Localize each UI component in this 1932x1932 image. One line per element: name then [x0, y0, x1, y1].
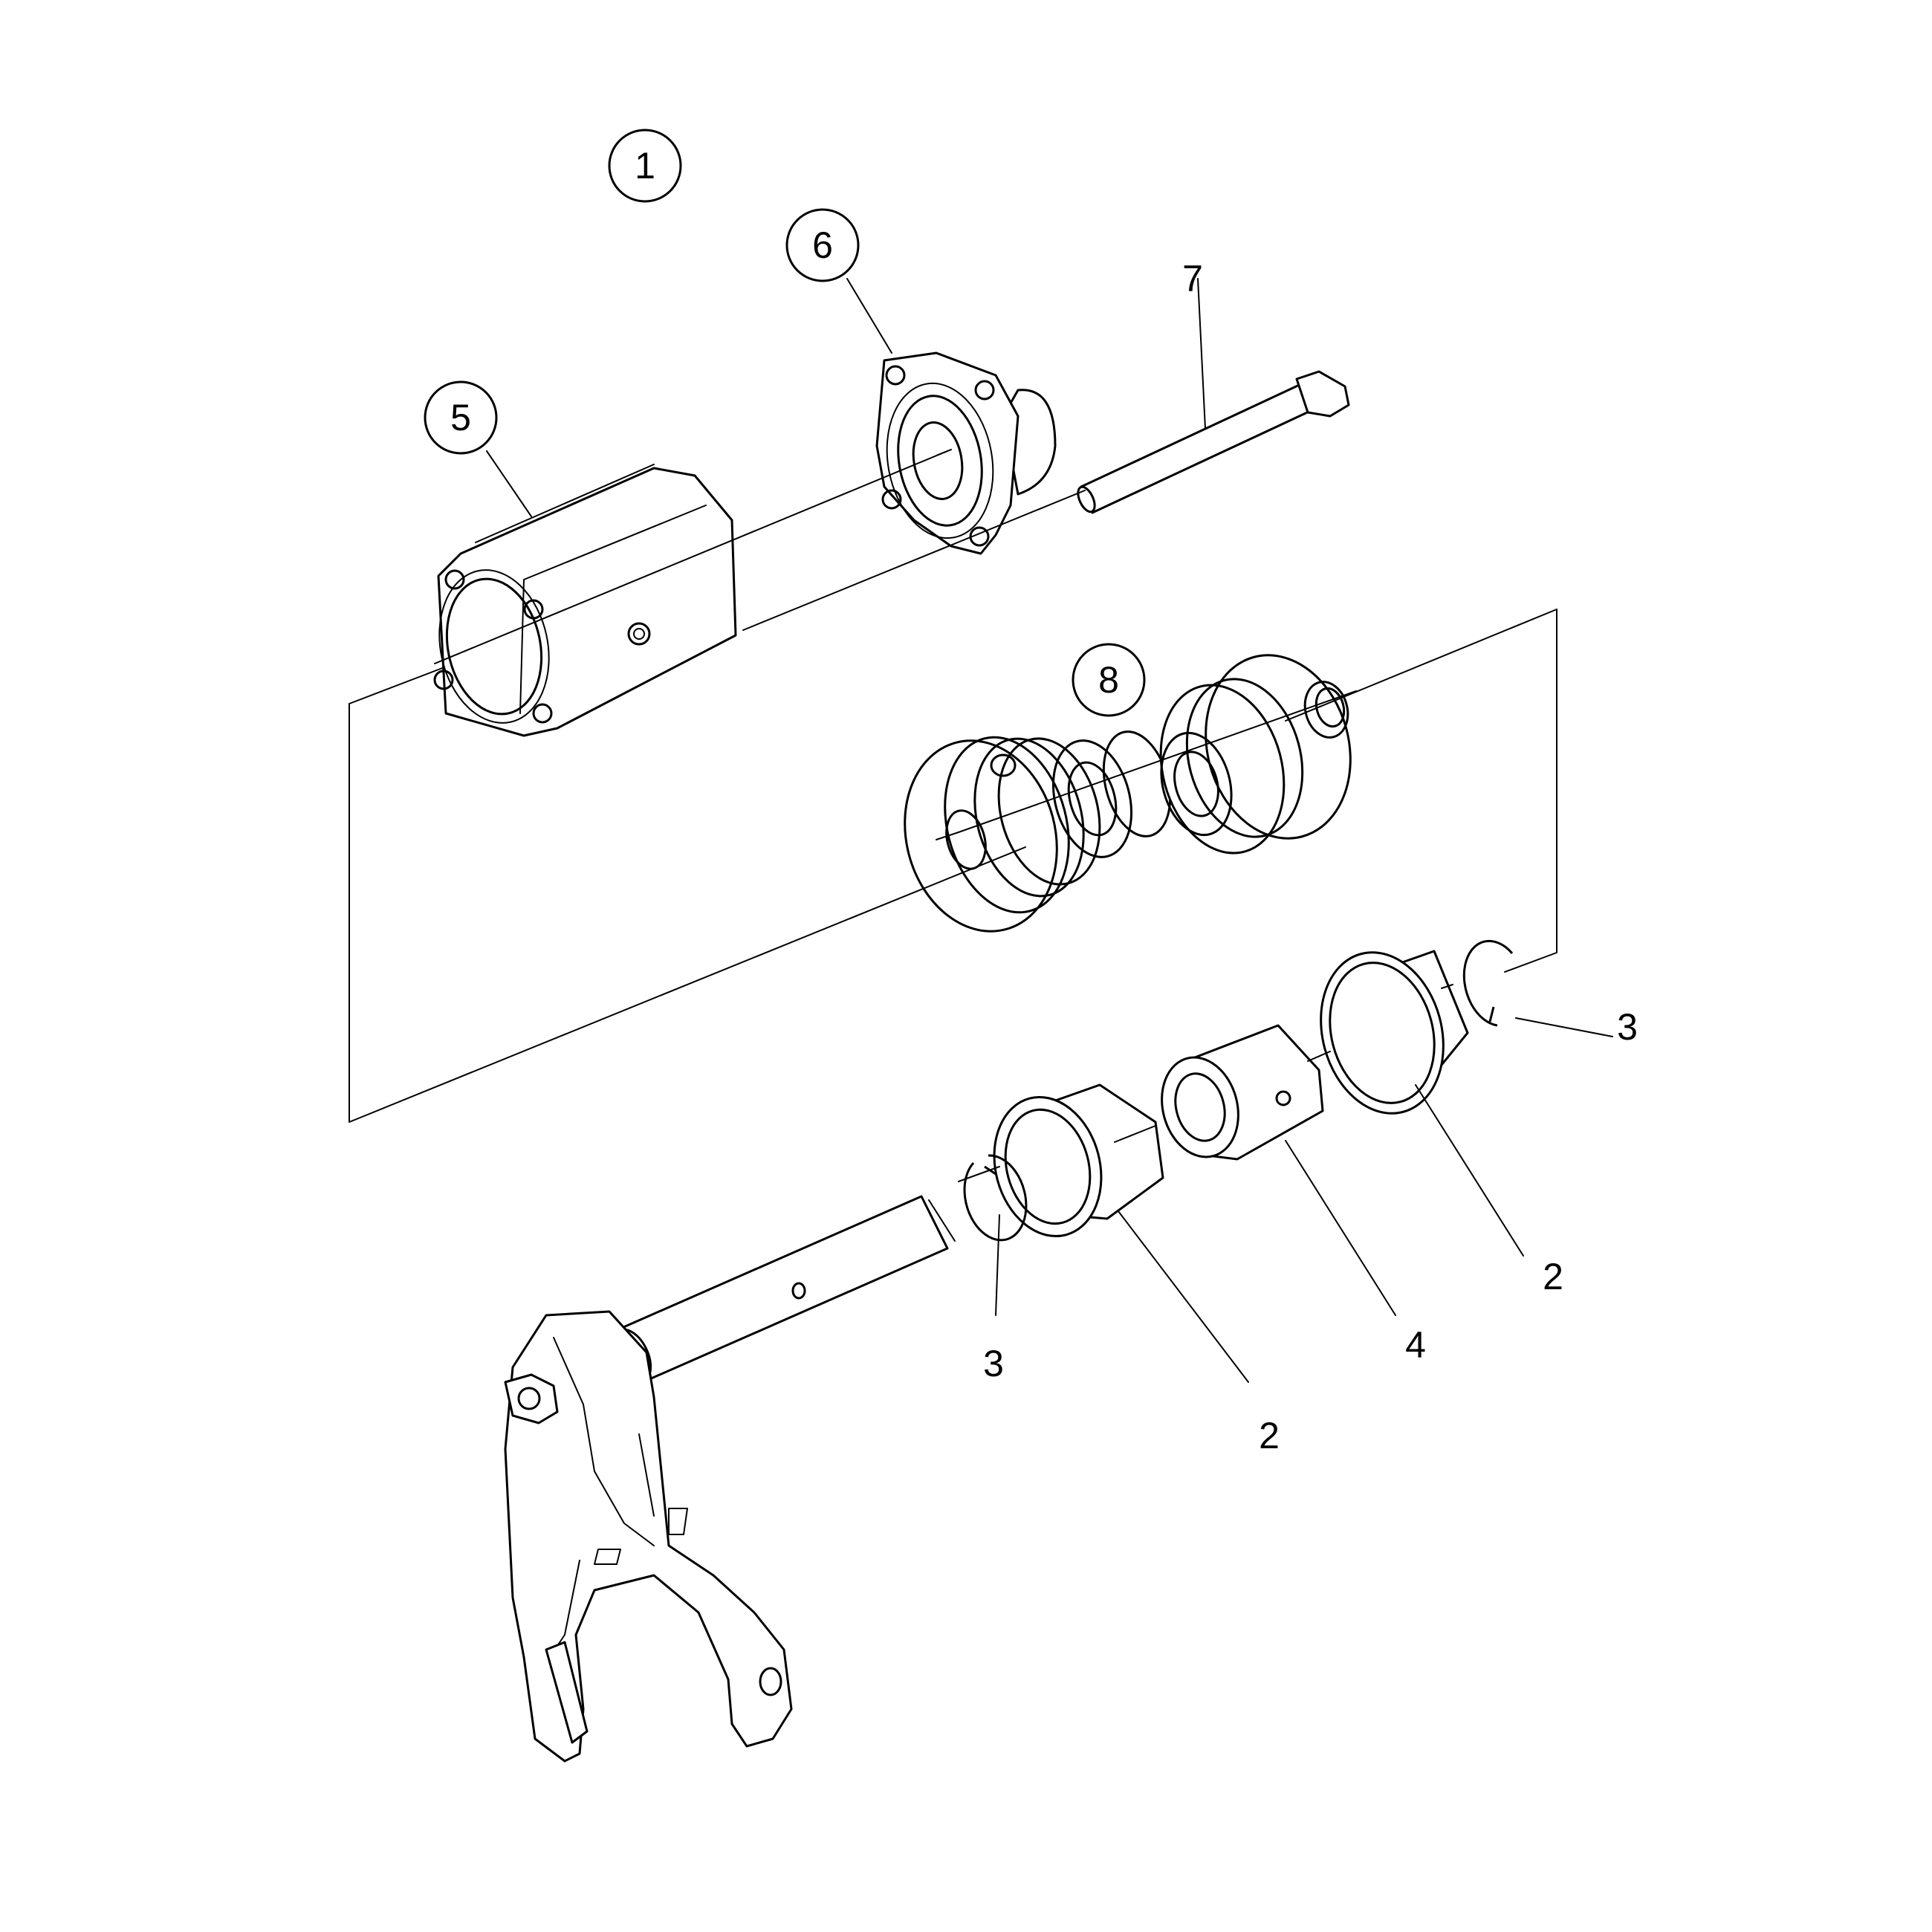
cylinder-housing [433, 464, 737, 737]
piston-seal-assembly [904, 654, 1352, 933]
callout-4: 4 [1405, 1324, 1426, 1366]
callout-label-4: 4 [1405, 1324, 1426, 1366]
retaining-ring-right [1462, 939, 1514, 1027]
callout-label-2-right: 2 [1543, 1256, 1563, 1297]
callout-1: 1 [608, 129, 682, 203]
callout-3-left: 3 [983, 1343, 1004, 1384]
callout-2-right: 2 [1543, 1256, 1563, 1297]
callout-5: 5 [424, 380, 498, 455]
shift-fork [504, 1195, 956, 1763]
sleeve [1161, 1024, 1324, 1161]
callout-label-3-left: 3 [983, 1343, 1004, 1384]
callout-label-7: 7 [1182, 258, 1203, 299]
assembly-lines [349, 449, 1557, 1182]
callout-7: 7 [1182, 258, 1203, 299]
callout-label-6: 6 [812, 224, 833, 266]
callout-3-right: 3 [1617, 1006, 1638, 1048]
callout-label-5: 5 [450, 397, 471, 438]
end-cover [875, 351, 1057, 555]
callout-label-1: 1 [635, 145, 655, 187]
callout-label-3-right: 3 [1617, 1006, 1638, 1048]
bolt [1077, 370, 1350, 514]
callout-label-2-left: 2 [1259, 1415, 1280, 1456]
callout-6: 6 [785, 208, 860, 282]
callout-8: 8 [1072, 643, 1146, 717]
callout-label-8: 8 [1098, 659, 1119, 701]
leader-lines [486, 278, 1613, 1383]
bearing-ring-right [1320, 950, 1469, 1115]
callout-2-left: 2 [1259, 1415, 1280, 1456]
bearing-ring-left [993, 1083, 1164, 1238]
